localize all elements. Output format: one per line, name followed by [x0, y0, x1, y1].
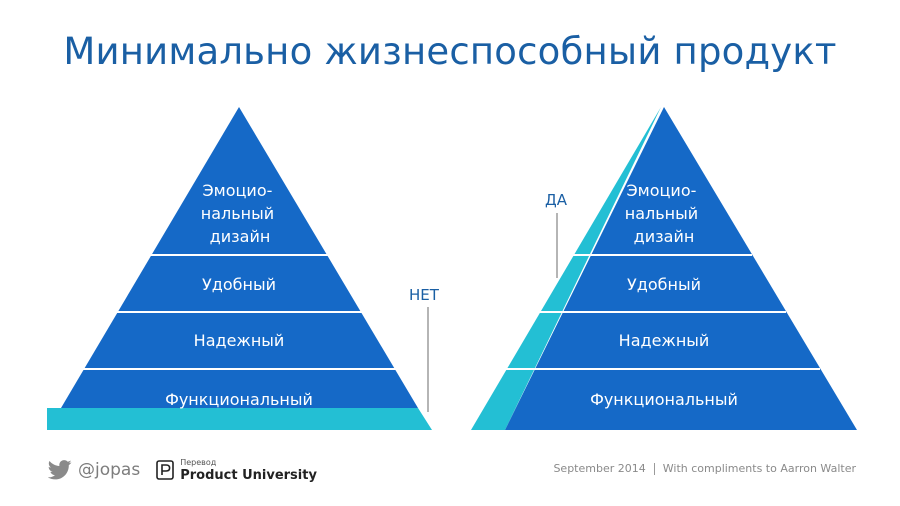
brand-name: Product University — [180, 467, 317, 483]
right-side-label-yes: ДА — [545, 191, 568, 209]
footer-date: September 2014 — [553, 462, 646, 475]
twitter-handle: @jopas — [78, 460, 141, 480]
footer-credit: With compliments to Aarron Walter — [662, 462, 856, 475]
product-university-brand: Перевод Product University — [180, 457, 317, 483]
left-level-usable: Удобный — [202, 275, 276, 294]
left-level-emotional-line1: Эмоцио- — [203, 181, 273, 200]
left-level-emotional-line3: дизайн — [210, 227, 271, 246]
left-side-label-no: НЕТ — [409, 286, 440, 304]
footer-credits: September 2014 With compliments to Aarro… — [553, 462, 856, 475]
left-level-functional: Функциональный — [165, 390, 313, 409]
left-pyramid-body — [61, 107, 418, 408]
right-pyramid-body — [505, 107, 857, 430]
right-pyramid: Эмоцио- нальный дизайн Удобный Надежный … — [471, 107, 857, 430]
right-level-emotional-line3: дизайн — [634, 227, 695, 246]
translation-label: Перевод — [180, 457, 217, 467]
twitter-bird-icon — [48, 460, 72, 480]
left-level-emotional-design: Эмоцио- нальный дизайн — [201, 181, 280, 246]
left-level-emotional-line2: нальный — [201, 204, 274, 223]
footer-separator — [653, 462, 655, 475]
left-pyramid: Эмоцио- нальный дизайн Удобный Надежный … — [47, 107, 440, 430]
right-level-emotional-line2: нальный — [625, 204, 698, 223]
left-pyramid-cyan-base — [47, 408, 432, 430]
page-title: Минимально жизнеспособный продукт — [63, 30, 837, 73]
product-university-logo-icon — [156, 460, 175, 480]
right-level-reliable: Надежный — [619, 331, 710, 350]
left-level-reliable: Надежный — [194, 331, 285, 350]
right-pyramid-cyan-slice — [471, 107, 661, 430]
right-level-emotional-design: Эмоцио- нальный дизайн — [625, 181, 704, 246]
right-level-usable: Удобный — [627, 275, 701, 294]
right-level-functional: Функциональный — [590, 390, 738, 409]
footer-left: @jopas Перевод Product University — [48, 455, 317, 485]
right-level-emotional-line1: Эмоцио- — [627, 181, 697, 200]
